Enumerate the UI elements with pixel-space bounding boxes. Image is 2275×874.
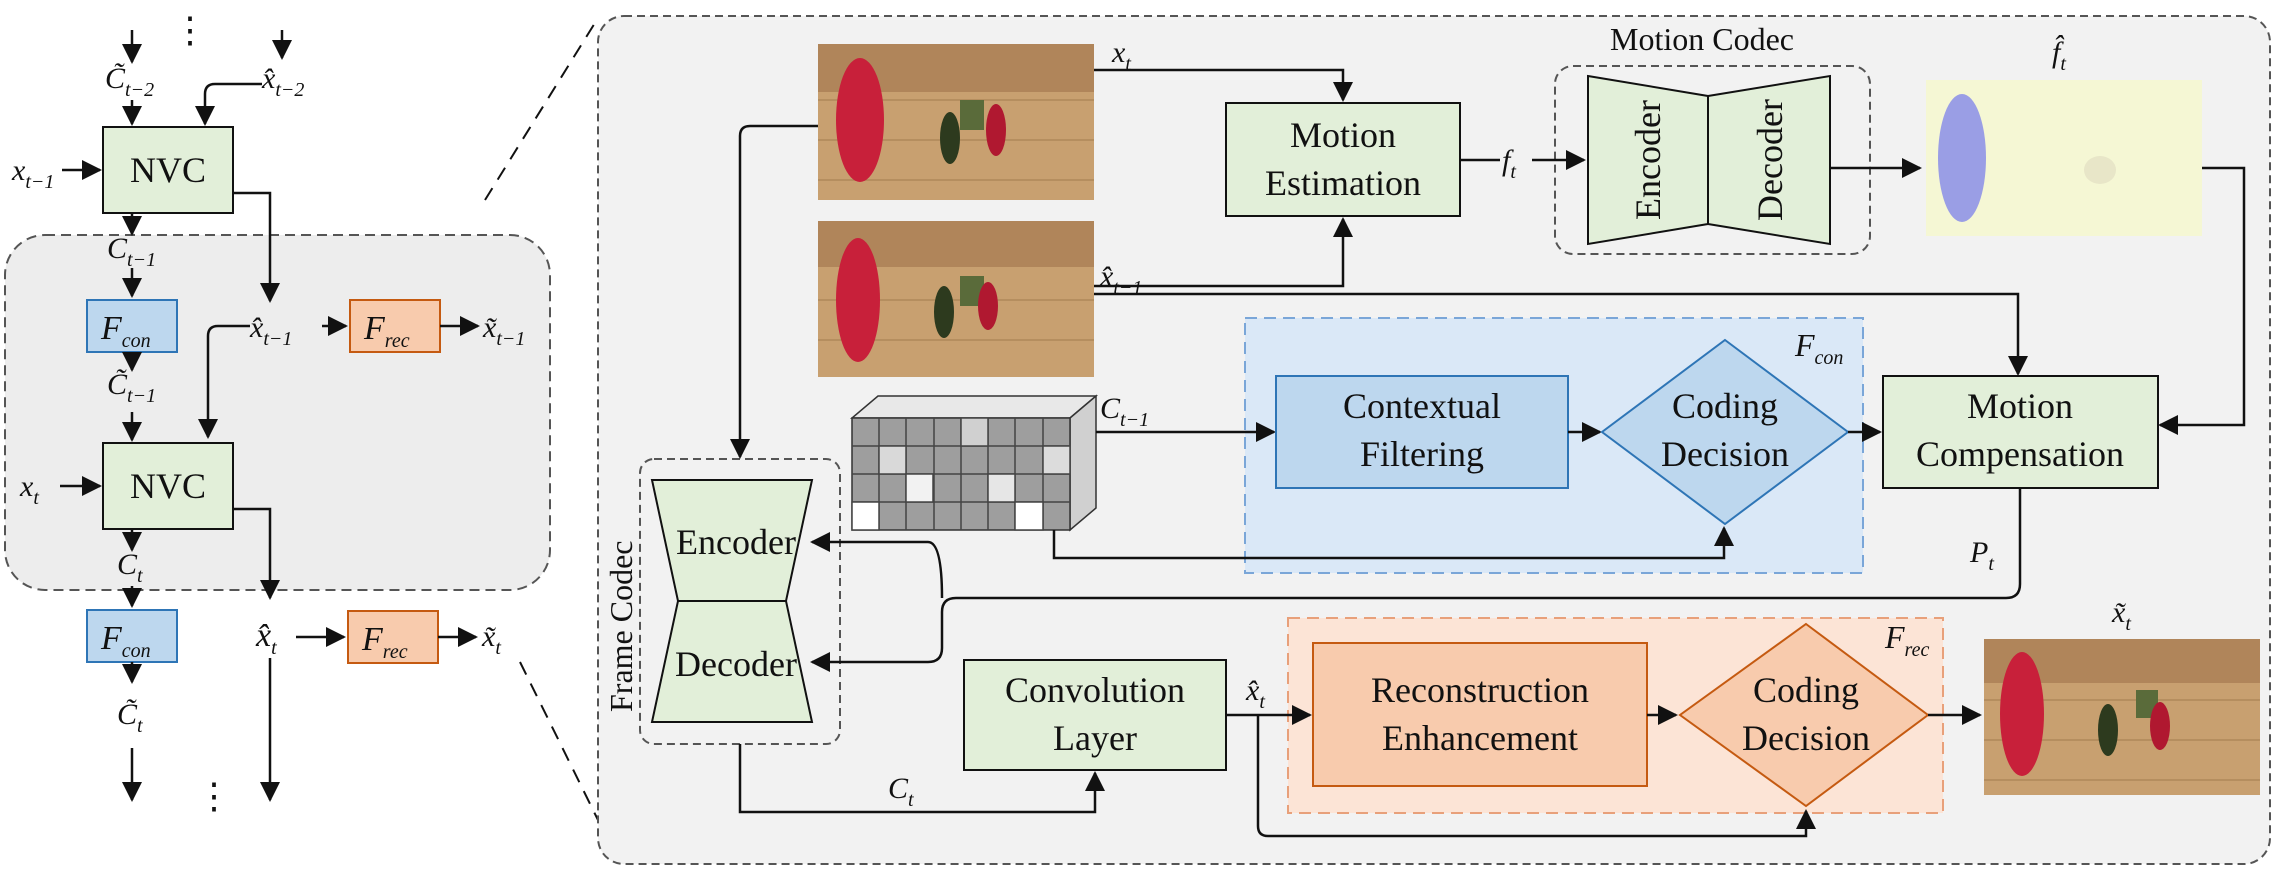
motion-decoder-block — [1707, 74, 1831, 246]
label-xhat-t-right: x̂t — [1245, 674, 1265, 713]
frec-block-top — [349, 299, 441, 353]
frame-image-xhat-tm1 — [818, 221, 1094, 377]
frame-codec-group — [639, 458, 841, 745]
flow-image-fhat-t — [1926, 80, 2202, 236]
arrow-xhat-to-nvc1 — [195, 82, 262, 126]
contextual-filtering-block — [1275, 375, 1569, 489]
fcon-block-bottom — [86, 609, 178, 663]
motion-encoder-label: Encoder — [1628, 100, 1668, 220]
motion-estimation-line1: Motion — [1290, 115, 1396, 155]
frame-encoder-label: Encoder — [676, 522, 796, 562]
motion-decoder-label: Decoder — [1750, 99, 1790, 221]
label-xtilde-tm1: x̃t−1 — [482, 311, 525, 350]
arrow-x-t-to-me — [1094, 68, 1353, 102]
arrow-xhat-to-coding-decision — [1256, 715, 1816, 838]
fcon-region-label: Fcon — [1794, 327, 1843, 369]
left-unrolled-group — [4, 234, 551, 591]
arrow-flow-to-mcomp — [2158, 166, 2246, 435]
label-xtilde-t-right: x̃t — [2111, 596, 2131, 635]
label-xhat-tm2: x̂t−2 — [261, 62, 304, 101]
fcon-bottom-label: Fcon — [100, 620, 151, 662]
convolution-layer-line1: Convolution — [1005, 670, 1185, 710]
motion-compensation-block — [1882, 375, 2159, 489]
coding-decision-frec-line2: Decision — [1742, 718, 1870, 758]
nvc-top-label: NVC — [130, 150, 206, 190]
label-ctilde-t-left: C̃t — [117, 698, 143, 737]
motion-codec-group — [1554, 65, 1871, 255]
reconstruction-enhancement-block — [1312, 642, 1648, 787]
frame-decoder-block — [650, 600, 814, 723]
label-c-tm1: Ct−1 — [107, 232, 156, 271]
frec-region-label: Frec — [1884, 619, 1929, 661]
arrow-nvc1-to-xhat — [233, 191, 280, 303]
motion-compensation-line1: Motion — [1967, 386, 2073, 426]
label-xhat-t-left: x̂t — [255, 617, 277, 659]
label-xtilde-t-left: x̃t — [481, 620, 501, 659]
zoom-line-bottom — [519, 661, 599, 821]
zoom-line-top — [484, 17, 599, 201]
reconstruction-enhancement-line1: Reconstruction — [1371, 670, 1589, 710]
label-ctilde-tm1: C̃t−1 — [107, 368, 156, 407]
fcon-top-label: Fcon — [100, 310, 151, 352]
coding-decision-fcon-line1: Coding — [1672, 386, 1778, 426]
arrow-xhat-to-mcomp — [1094, 292, 2028, 376]
motion-estimation-block — [1225, 102, 1461, 217]
contextual-filtering-line1: Contextual — [1343, 386, 1501, 426]
label-ctilde-tm2: C̃t−2 — [105, 62, 154, 101]
convolution-layer-line2: Layer — [1053, 718, 1137, 758]
motion-compensation-line2: Compensation — [1916, 434, 2124, 474]
left-ellipsis-top: ⋮ — [172, 10, 208, 50]
nvc-block-top — [102, 126, 234, 214]
arrow-x-t-to-frame-encoder — [730, 124, 818, 459]
convolution-layer-block — [963, 659, 1227, 771]
coding-decision-frec-line1: Coding — [1753, 670, 1859, 710]
reconstruction-enhancement-line2: Enhancement — [1382, 718, 1578, 758]
frame-decoder-label: Decoder — [675, 644, 797, 684]
label-c-t-left: Ct — [117, 548, 143, 587]
coding-decision-fcon-line2: Decision — [1661, 434, 1789, 474]
label-c-t-right: Ct — [888, 772, 914, 811]
left-ellipsis-bottom: ⋮ — [196, 776, 232, 816]
arrow-pt-to-decoder — [810, 488, 2022, 672]
arrow-xhat-to-nvc2 — [198, 324, 250, 439]
contextual-filtering-line2: Filtering — [1360, 434, 1484, 474]
frame-codec-title: Frame Codec — [603, 541, 639, 713]
coding-decision-fcon — [1600, 338, 1850, 526]
label-x-t-right: xt — [1111, 36, 1131, 75]
coding-decision-frec — [1678, 622, 1930, 808]
label-c-tm1-right: Ct−1 — [1100, 392, 1149, 431]
frame-image-xtilde-t — [1984, 639, 2260, 795]
frame-image-x-t — [818, 44, 1094, 200]
arrow-pt-to-encoder — [810, 532, 944, 599]
frec-top-label: Frec — [363, 310, 410, 352]
arrow-c-to-coding-decision — [1052, 526, 1734, 560]
motion-codec-title: Motion Codec — [1610, 21, 1794, 57]
frec-block-bottom — [347, 610, 439, 664]
label-x-t-left: xt — [19, 470, 39, 509]
nvc-block-bottom — [102, 442, 234, 530]
arrow-nvc2-to-xhat — [233, 507, 280, 600]
fcon-block-top — [86, 299, 178, 353]
arrow-xhat-to-me — [1094, 217, 1353, 288]
feature-cube-c-tm1 — [849, 394, 1099, 532]
label-xhat-tm1-left: x̂t−1 — [249, 311, 292, 350]
frec-bottom-label: Frec — [361, 621, 408, 663]
nvc-bottom-label: NVC — [130, 466, 206, 506]
label-x-tm1: xt−1 — [11, 154, 54, 193]
arrow-decoder-to-conv — [738, 744, 1105, 814]
motion-estimation-line2: Estimation — [1265, 163, 1421, 203]
label-p-t: Pt — [1969, 536, 1994, 575]
